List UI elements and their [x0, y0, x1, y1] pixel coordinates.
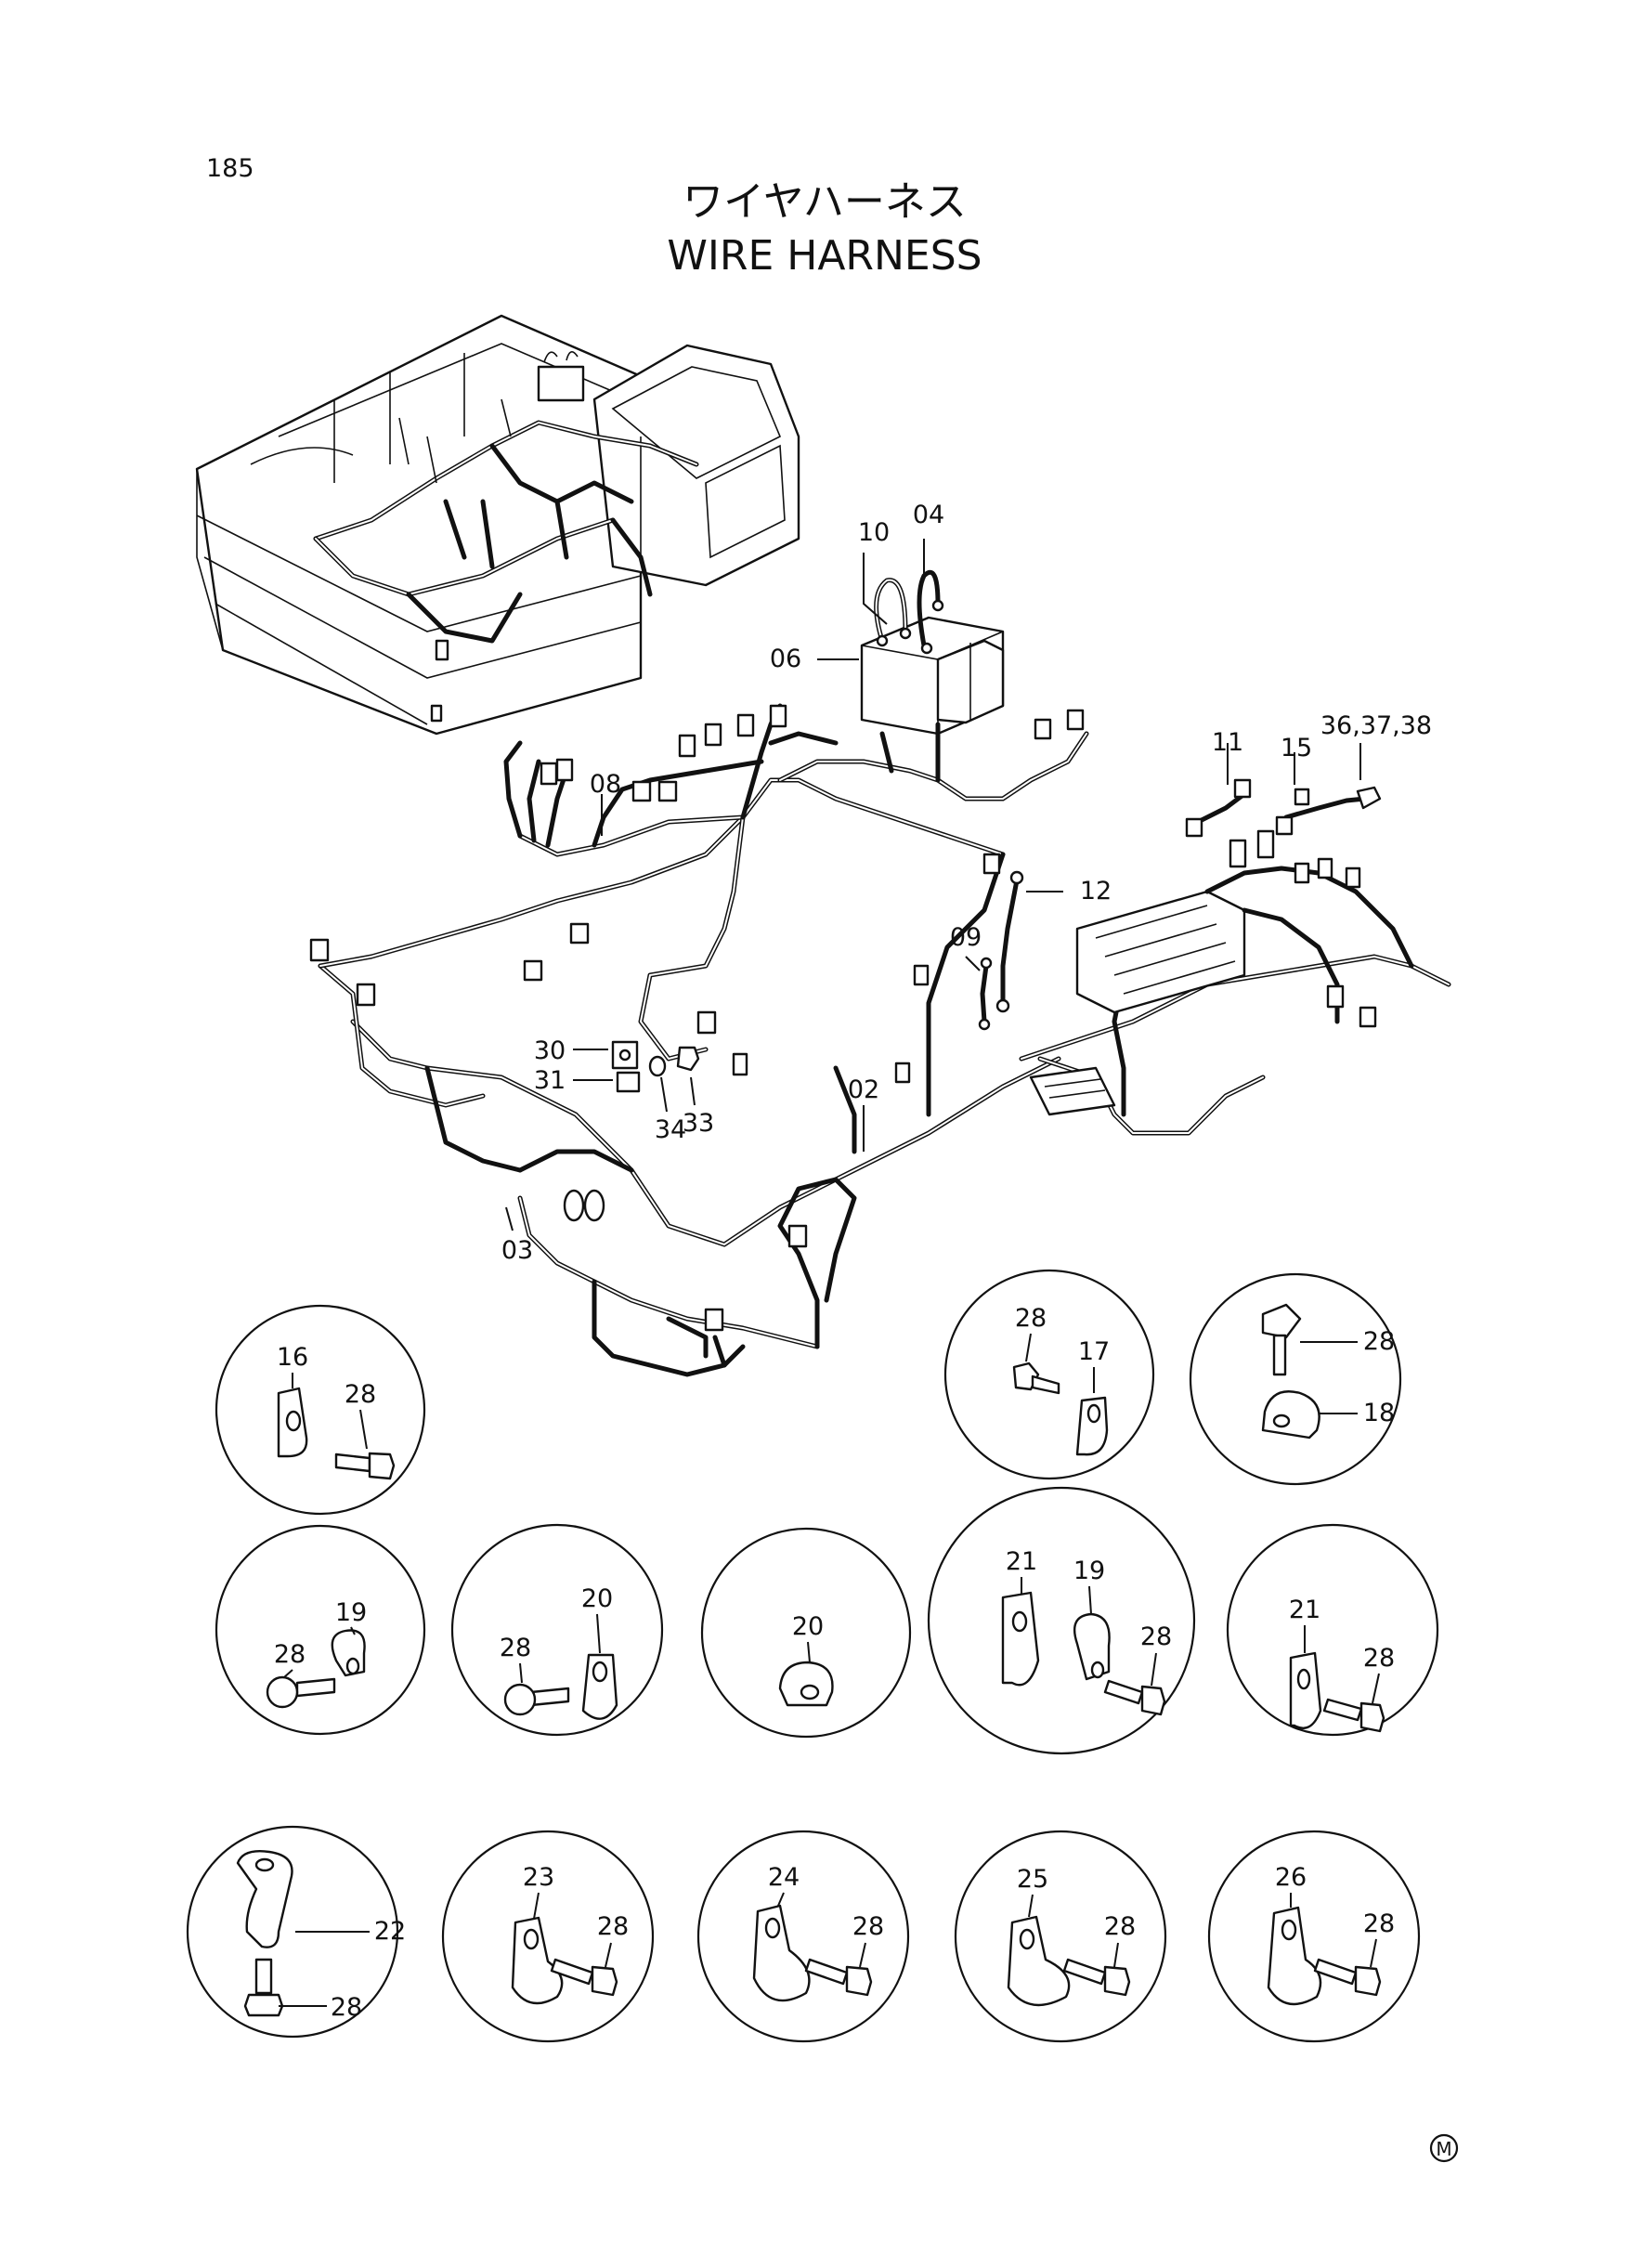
detail-7-label-a: 21	[1006, 1547, 1037, 1576]
detail-clamp-16: 16 28	[215, 1304, 426, 1516]
callout-10: 10	[858, 518, 890, 547]
title-japanese: ワイヤハーネス	[683, 178, 967, 226]
m-marker-letter: M	[1436, 2138, 1451, 2160]
detail-clamp-17: 28 17	[943, 1269, 1155, 1480]
callout-30: 30	[534, 1036, 566, 1065]
detail-clamp-21-19: 21 19 28	[927, 1486, 1196, 1755]
title-english: WIRE HARNESS	[667, 232, 982, 280]
detail-1-label-a: 16	[277, 1343, 308, 1372]
callout-06: 06	[770, 645, 801, 673]
callout-33: 33	[683, 1109, 714, 1138]
callout-04: 04	[913, 501, 944, 529]
detail-5-label-b: 28	[500, 1634, 531, 1662]
callout-36-37-38: 36,37,38	[1320, 711, 1432, 740]
callout-11: 11	[1212, 728, 1243, 757]
page-number: 185	[206, 154, 254, 183]
detail-clamp-18: 28 18	[1189, 1272, 1402, 1486]
callout-03: 03	[501, 1236, 533, 1265]
detail-10-label-b: 28	[597, 1912, 629, 1941]
callout-15: 15	[1281, 734, 1312, 762]
detail-8-label-a: 21	[1289, 1596, 1320, 1624]
detail-3-label-b: 18	[1363, 1399, 1395, 1427]
callout-34: 34	[655, 1115, 686, 1144]
detail-clamp-26: 26 28	[1207, 1830, 1421, 2043]
detail-clamp-19: 19 28	[215, 1524, 426, 1736]
detail-1-label-b: 28	[345, 1380, 376, 1409]
detail-clamp-24: 24 28	[696, 1830, 910, 2043]
detail-7-label-b: 19	[1073, 1557, 1105, 1585]
detail-13-label-a: 26	[1275, 1863, 1307, 1892]
main-harness-assembly	[309, 569, 1451, 1377]
callout-09: 09	[950, 923, 982, 952]
detail-5-label-a: 20	[581, 1584, 613, 1613]
detail-2-label-b: 17	[1078, 1337, 1110, 1366]
callout-31: 31	[534, 1066, 566, 1095]
callout-labels: 04 10 06 08 11 15 36,37,38 12 09 02 30 3…	[501, 501, 1432, 1265]
callout-02: 02	[848, 1075, 879, 1104]
detail-11-label-b: 28	[852, 1912, 884, 1941]
detail-11-label-a: 24	[768, 1863, 800, 1892]
detail-8-label-b: 28	[1363, 1644, 1395, 1673]
detail-12-label-b: 28	[1104, 1912, 1136, 1941]
detail-4-label-a: 19	[335, 1598, 367, 1627]
detail-13-label-b: 28	[1363, 1909, 1395, 1938]
detail-9-label-b: 28	[331, 1993, 362, 2022]
callout-12: 12	[1080, 877, 1112, 905]
m-marker: M	[1429, 2133, 1459, 2163]
machine-overview-drawing	[195, 314, 800, 736]
detail-10-label-a: 23	[523, 1863, 554, 1892]
detail-clamp-20b: 20	[700, 1527, 912, 1739]
detail-clamp-20: 20 28	[450, 1523, 664, 1737]
detail-12-label-a: 25	[1017, 1865, 1048, 1894]
detail-3-label-a: 28	[1363, 1327, 1395, 1356]
detail-2-label-a: 28	[1015, 1304, 1047, 1333]
detail-clamp-21: 21 28	[1226, 1523, 1439, 1737]
callout-08: 08	[590, 770, 621, 799]
detail-6-label-a: 20	[792, 1612, 824, 1641]
harness-connectors	[309, 704, 1377, 1332]
callout-leaders	[505, 539, 1361, 1231]
detail-clamp-22: 22 28	[186, 1825, 406, 2039]
detail-4-label-b: 28	[274, 1640, 306, 1669]
detail-clamp-23: 23 28	[441, 1830, 655, 2043]
detail-7-label-c: 28	[1140, 1622, 1172, 1651]
detail-clamp-25: 25 28	[954, 1830, 1167, 2043]
detail-9-label-a: 22	[374, 1917, 406, 1946]
